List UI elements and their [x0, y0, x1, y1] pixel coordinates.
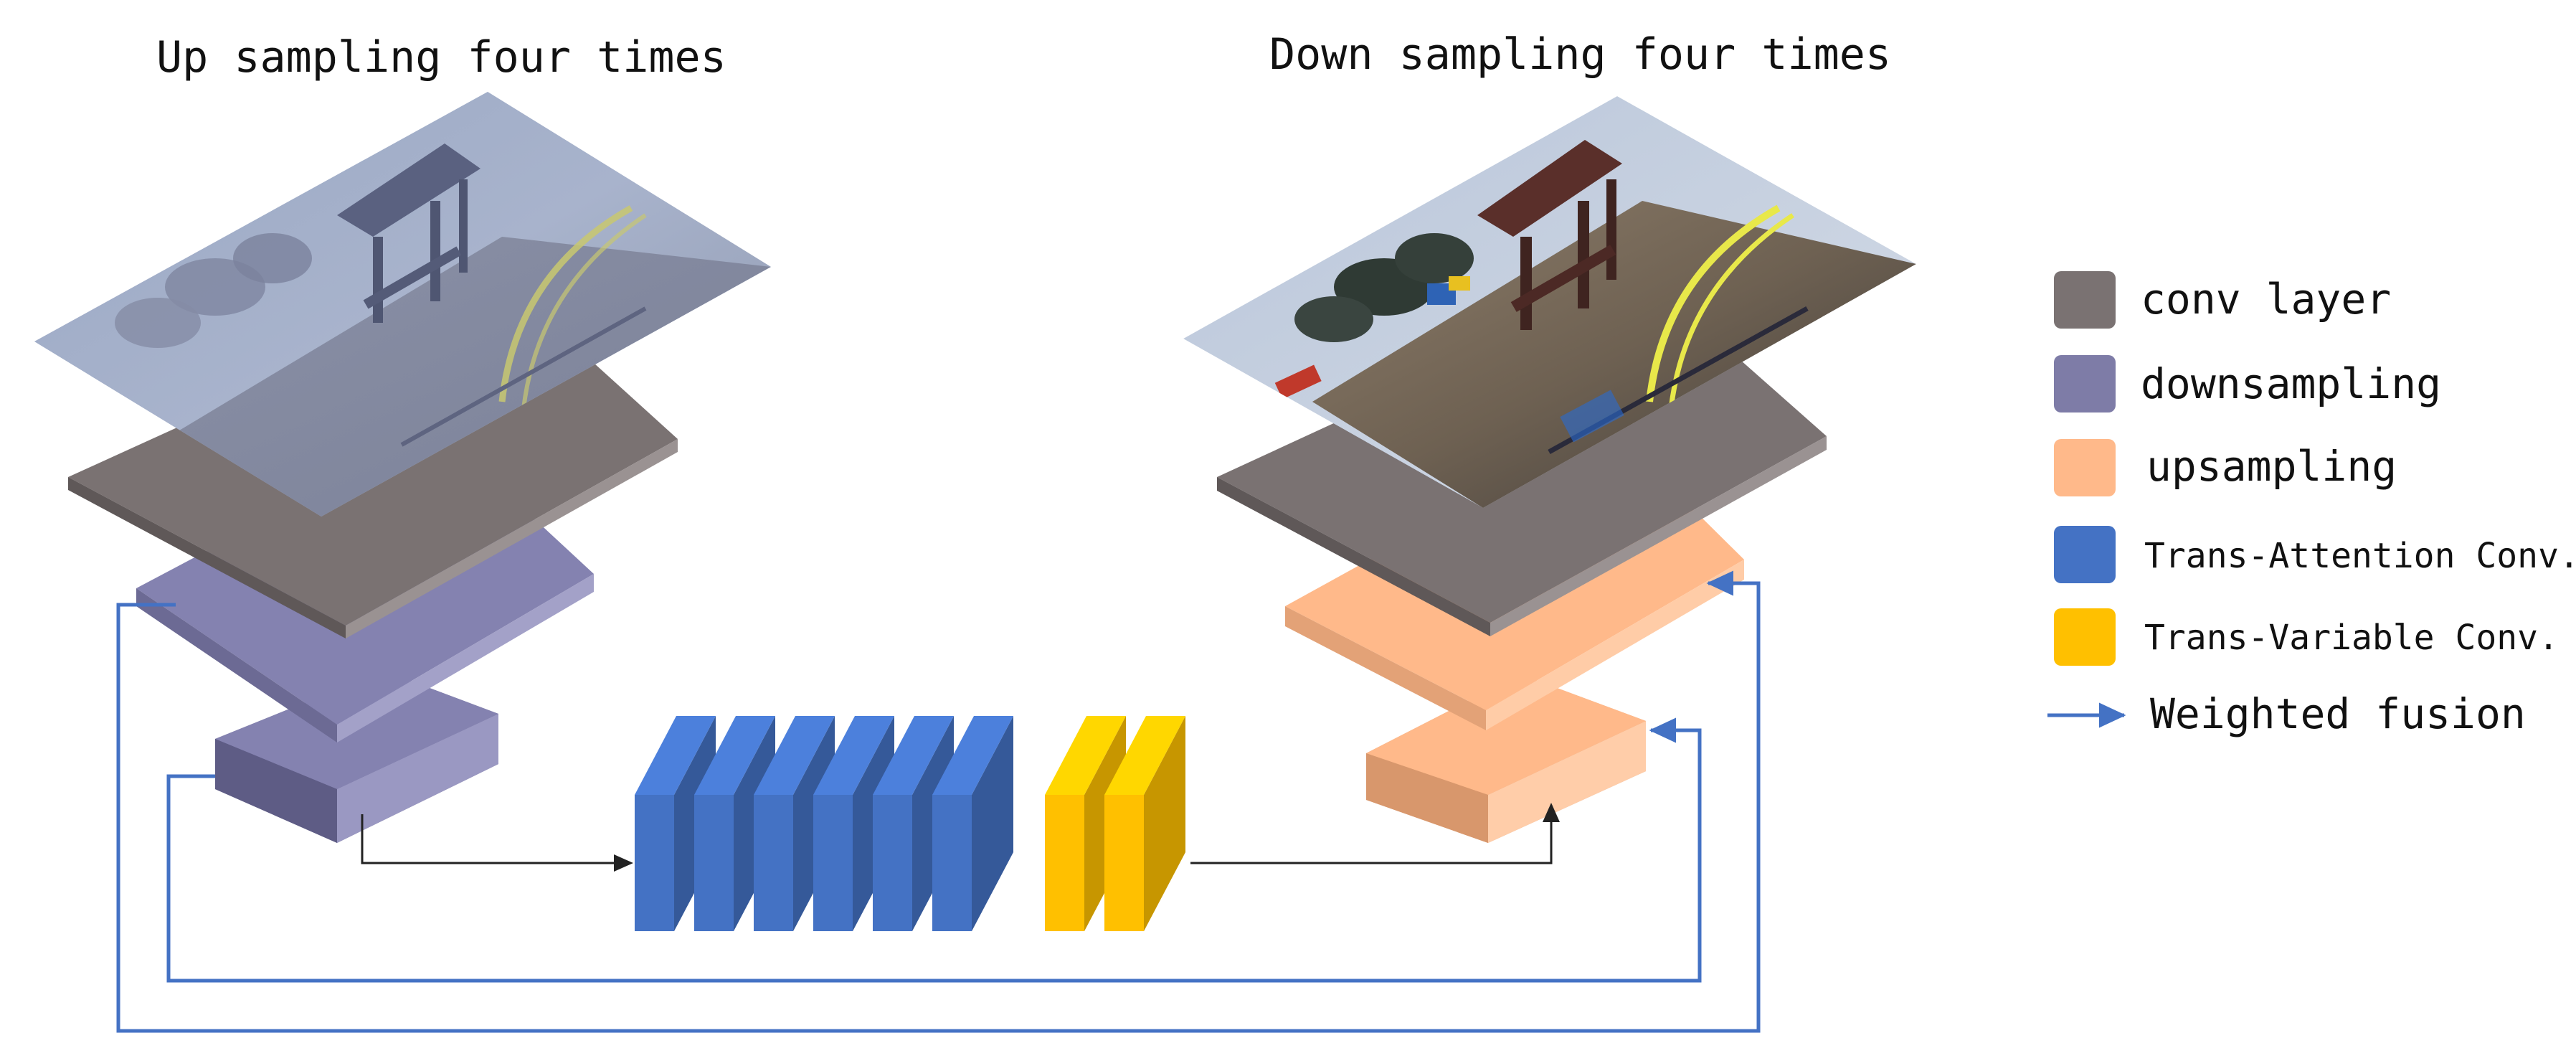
legend-swatch-conv-layer [2054, 271, 2116, 329]
legend-label-downsampling: downsampling [2141, 359, 2441, 408]
legend-label-weighted-fusion: Weighted fusion [2150, 689, 2526, 738]
legend-swatch-upsampling [2054, 439, 2116, 496]
legend: conv layer downsampling upsampling Trans… [2047, 271, 2576, 738]
trans-variable-block-top [1045, 716, 1126, 795]
trans-attention-block-top [694, 716, 775, 795]
flow-arrow-to-encoder [361, 814, 633, 872]
trans-attention-block-top [932, 716, 1013, 795]
trans-attention-block-front [813, 795, 853, 931]
trans-attention-block-6 [932, 716, 1013, 931]
legend-swatch-trans-variable [2054, 608, 2116, 666]
legend-label-trans-variable: Trans-Variable Conv. [2144, 618, 2559, 658]
trans-attention-blocks [635, 716, 1013, 931]
trans-attention-block-front [754, 795, 793, 931]
trans-variable-block-side [1144, 716, 1185, 931]
trans-attention-block-top [635, 716, 716, 795]
downsampling-block-small [215, 671, 498, 843]
trans-attention-block-top [873, 716, 954, 795]
trans-variable-block-front [1104, 795, 1144, 931]
trans-variable-block-front [1045, 795, 1084, 931]
fusion-arrow-outer [116, 570, 1761, 1033]
trans-attention-block-2 [694, 716, 775, 931]
clear-photo-icon [1183, 96, 1916, 508]
legend-swatch-trans-attention [2054, 526, 2116, 583]
upsampling-block-small [1366, 674, 1646, 843]
title-upsampling: Up sampling four times [156, 32, 726, 82]
legend-label-trans-attention: Trans-Attention Conv. [2144, 536, 2576, 576]
trans-attention-block-front [694, 795, 734, 931]
trans-attention-block-side [972, 716, 1013, 931]
trans-attention-block-front [873, 795, 912, 931]
legend-swatch-downsampling [2054, 355, 2116, 412]
trans-variable-block-top [1104, 716, 1185, 795]
title-downsampling: Down sampling four times [1269, 29, 1891, 80]
legend-label-upsampling: upsampling [2146, 442, 2397, 491]
legend-label-conv-layer: conv layer [2141, 275, 2391, 324]
trans-attention-block-top [754, 716, 835, 795]
fusion-arrow-inner [166, 717, 1702, 983]
trans-attention-block-top [813, 716, 894, 795]
flow-arrow-to-decoder [1190, 803, 1560, 864]
trans-variable-blocks [1045, 716, 1185, 931]
trans-attention-block-front [635, 795, 674, 931]
trans-variable-block-2 [1104, 716, 1185, 931]
trans-attention-block-front [932, 795, 972, 931]
